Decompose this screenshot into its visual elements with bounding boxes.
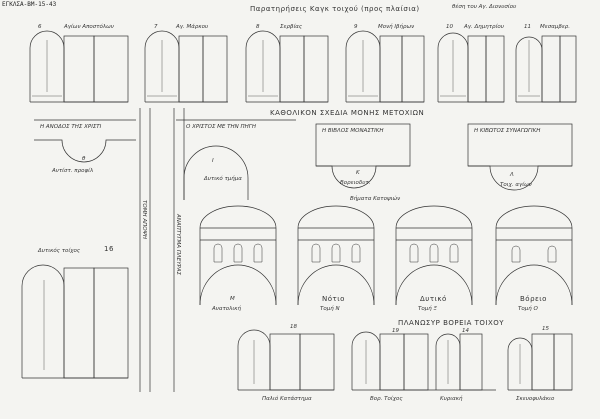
top-panel-9 bbox=[345, 30, 425, 103]
top-panel-11 bbox=[515, 35, 577, 103]
top-panel-8 bbox=[245, 30, 329, 103]
middle-theta-title: Η ΑΝΟΔΟΣ ΤΗΣ ΧΡΙΣΤΙ bbox=[40, 124, 102, 130]
middle-panel-lambda bbox=[467, 123, 573, 191]
middle-theta-letter: θ bbox=[82, 156, 86, 162]
elevation-Xi bbox=[395, 205, 473, 306]
top-11-caption: Μεσαμβερ. bbox=[540, 24, 571, 30]
middle-lambda-letter: Λ bbox=[510, 172, 514, 178]
top-6-caption: Αγίων Αποστόλων bbox=[64, 24, 114, 30]
top-9-number: 9 bbox=[354, 24, 358, 30]
lower-side-number: 16 bbox=[104, 245, 114, 253]
column-label-left: ΤΟΜΗ ΑΠΟΨΗ bbox=[141, 200, 147, 240]
bottom-panel-15 bbox=[507, 333, 573, 391]
archive-code: ΕΓΚΛΣΑ-ΒΜ-15-43 bbox=[2, 1, 57, 8]
middle-panel-iota bbox=[176, 119, 296, 200]
elevation-M bbox=[199, 205, 277, 306]
bottom-panel-19 bbox=[351, 331, 496, 391]
bottom-panel-18 bbox=[237, 329, 335, 391]
top-8-caption: Σερβίας bbox=[280, 24, 303, 30]
lower-side-label: Δυτικός τοίχος bbox=[38, 248, 81, 254]
middle-iota-letter: Ι bbox=[212, 158, 214, 164]
top-panel-10 bbox=[437, 32, 505, 103]
middle-kappa-caption: Βορειοδυτ. bbox=[340, 180, 371, 186]
elevation-N bbox=[297, 205, 375, 306]
middle-lambda-caption: Τοιχ. αγίων bbox=[500, 182, 532, 188]
bottom-title: ΠΛΑΝΩΣΥΡ ΒΟΡΕΙΑ ΤΟΙΧΟΥ bbox=[398, 319, 505, 327]
middle-lambda-title: Η ΚΙΒΩΤΟΣ ΣΥΝΑΓΩΓΙΚΗ bbox=[474, 128, 541, 134]
elevation-N-caption: Τομή Ν bbox=[320, 306, 340, 312]
top-9-caption: Μονή Ιβήρων bbox=[378, 24, 415, 30]
middle-theta-caption: Αντίστ. προφίλ bbox=[52, 168, 94, 174]
bottom-19-number: 19 bbox=[392, 328, 399, 334]
middle-panel-theta bbox=[34, 119, 136, 163]
header-title: Παρατηρήσεις Καγκ τοιχού (προς πλαίσια) bbox=[250, 5, 420, 13]
elevation-O-name: Βόρειο bbox=[520, 295, 547, 303]
bottom-18-number: 18 bbox=[290, 324, 297, 330]
bottom-19-caption: Βορ. Τοίχος bbox=[370, 396, 403, 402]
top-7-caption: Αγ. Μάρκου bbox=[176, 24, 209, 30]
bottom-14-caption: Κυριακή bbox=[440, 396, 463, 402]
bottom-14-number: 14 bbox=[462, 328, 469, 334]
elevation-O bbox=[495, 205, 573, 306]
lower-left-panel-16 bbox=[21, 264, 129, 379]
middle-kappa-letter: Κ bbox=[356, 170, 360, 176]
top-10-caption: Αγ. Δημητρίου bbox=[464, 24, 504, 30]
elevation-Xi-caption: Τομή Ξ bbox=[418, 306, 437, 312]
elevation-M-name: Μ bbox=[230, 296, 235, 302]
bottom-15-caption: Σκευοφυλάκιο bbox=[516, 396, 555, 402]
middle-title: ΚΑΘΟΛΙΚΟΝ ΣΧΕΔΙΑ ΜΟΝΗΣ ΜΕΤΟΧΙΩΝ bbox=[270, 109, 425, 117]
bottom-15-number: 15 bbox=[542, 326, 549, 332]
top-10-number: 10 bbox=[446, 24, 453, 30]
top-11-number: 11 bbox=[524, 24, 531, 30]
top-8-number: 8 bbox=[256, 24, 260, 30]
elevation-M-caption: Ανατολική bbox=[212, 306, 241, 312]
top-panel-7 bbox=[144, 30, 228, 103]
elevation-Xi-name: Δυτικό bbox=[420, 295, 447, 303]
middle-iota-title: Ο ΧΡΙΣΤΟΣ ΜΕ ΤΗΝ ΠΗΓΗ bbox=[186, 124, 256, 130]
middle-iota-caption: Δυτικό τμήμα bbox=[204, 176, 242, 182]
column-label-right: ΑΝΑΠΤΥΓΜΑ ΠΛΕΥΡΑΣ bbox=[175, 214, 181, 276]
section-caption: Βήματα Κατοψιών bbox=[350, 196, 401, 202]
top-6-number: 6 bbox=[38, 24, 42, 30]
middle-panel-kappa bbox=[315, 123, 411, 189]
header-subtitle: θέση του Αγ. Διονυσίου bbox=[452, 4, 517, 10]
top-7-number: 7 bbox=[154, 24, 158, 30]
elevation-N-name: Νότιο bbox=[322, 295, 345, 303]
bottom-18-caption: Παλιό Κατάστημα bbox=[262, 396, 312, 402]
top-panel-6 bbox=[29, 30, 129, 103]
middle-kappa-title: Η ΒΙΒΛΟΣ ΜΟΝΑΣΤΙΚΗ bbox=[322, 128, 384, 134]
elevation-O-caption: Τομή Ο bbox=[518, 306, 538, 312]
